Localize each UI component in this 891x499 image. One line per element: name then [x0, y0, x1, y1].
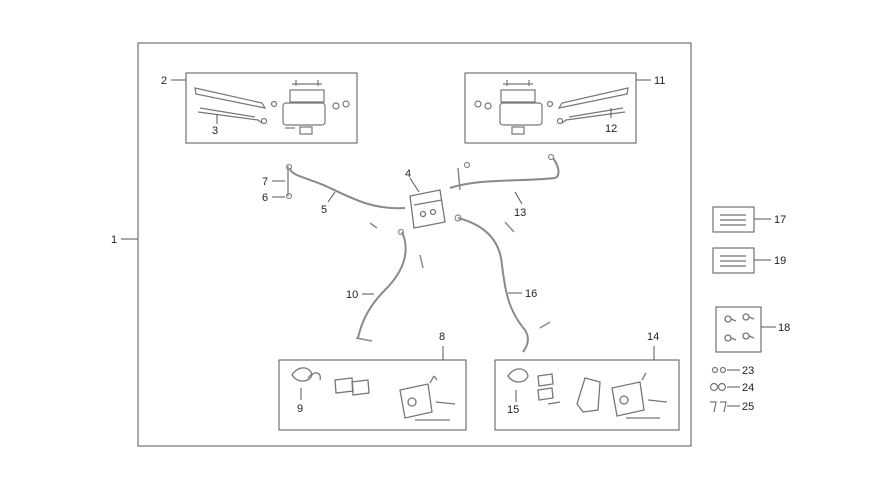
left-master-cylinder-box	[185, 72, 358, 144]
left-caliper-box	[278, 359, 467, 431]
brake-hoses-drawing	[285, 153, 560, 353]
leader-13	[514, 191, 523, 205]
callout-18: 18	[778, 322, 790, 334]
callout-9: 9	[297, 403, 303, 415]
part-17-group: 17	[712, 206, 786, 233]
callout-25: 25	[742, 401, 754, 413]
callout-19: 19	[774, 255, 786, 267]
part-18-drawing	[724, 313, 755, 342]
callout-23: 23	[742, 365, 754, 377]
callout-6: 6	[262, 192, 268, 204]
callout-10: 10	[346, 289, 358, 301]
callout-14: 14	[647, 331, 659, 343]
right-master-cylinder-box	[464, 72, 637, 144]
callout-2: 2	[161, 75, 167, 87]
left-master-cylinder-group: 2 3	[161, 72, 358, 144]
part-18-box	[715, 306, 762, 353]
leader-4	[409, 177, 420, 193]
distributor-drawing	[409, 189, 446, 229]
part-17-drawing	[720, 214, 746, 226]
callout-8: 8	[439, 331, 445, 343]
callout-7: 7	[262, 176, 268, 188]
right-caliper-group: 14 15	[494, 331, 680, 431]
left-caliper-drawing	[291, 367, 456, 421]
leader-5	[327, 191, 336, 203]
main-frame	[137, 42, 692, 447]
callout-11: 11	[654, 75, 665, 87]
callout-15: 15	[507, 404, 519, 416]
small-parts-drawing	[709, 366, 727, 413]
small-parts-group: 23 24 25	[709, 365, 754, 413]
right-lever-drawing	[474, 80, 629, 135]
part-19-drawing	[720, 255, 746, 267]
callout-16: 16	[525, 288, 537, 300]
callout-24: 24	[742, 382, 754, 394]
callout-3: 3	[212, 125, 218, 137]
callout-5: 5	[321, 204, 327, 216]
callout-1: 1	[111, 234, 117, 246]
left-caliper-group: 8 9	[278, 331, 467, 431]
callout-12: 12	[605, 123, 617, 135]
part-19-group: 19	[712, 247, 786, 274]
callout-4: 4	[405, 168, 411, 180]
part-18-group: 18	[715, 306, 790, 353]
right-caliper-box	[494, 359, 680, 431]
right-master-cylinder-group: 11 12	[464, 72, 665, 144]
right-caliper-drawing	[507, 368, 668, 419]
callout-13: 13	[514, 207, 526, 219]
callout-17: 17	[774, 214, 786, 226]
left-lever-drawing	[194, 80, 350, 135]
